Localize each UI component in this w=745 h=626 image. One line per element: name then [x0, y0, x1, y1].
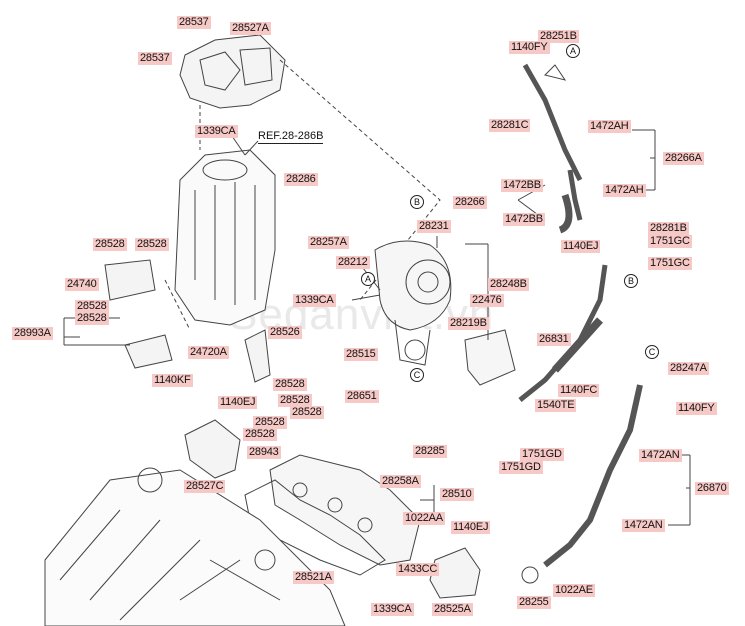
exhaust-manifold	[269, 454, 421, 566]
part-label: 1433CC	[396, 563, 440, 576]
part-label: 28231	[417, 220, 451, 233]
part-label: 1022AE	[553, 584, 595, 597]
part-label: 28219B	[448, 317, 489, 330]
part-label: 1022AA	[403, 512, 445, 525]
coolant-pipe-lower	[543, 384, 643, 568]
part-label: 1140EJ	[451, 521, 491, 534]
coolant-hose-upper	[558, 193, 573, 234]
part-label: 1140FY	[676, 402, 717, 415]
part-label: 1339CA	[293, 294, 336, 307]
part-label: 22476	[470, 294, 504, 307]
part-label: 1472AN	[639, 449, 682, 462]
part-label: 28212	[336, 256, 370, 269]
oil-pipe-upper	[522, 63, 583, 182]
part-label: 28266A	[663, 152, 704, 165]
part-label: 28525A	[432, 603, 473, 616]
part-label: 28258A	[380, 475, 421, 488]
part-label: 28537	[138, 52, 172, 65]
part-label: 28528	[278, 394, 312, 407]
part-label: 28528	[93, 238, 127, 251]
part-label: 28528	[273, 378, 307, 391]
part-label: 1472AH	[603, 184, 646, 197]
part-label: 1472BB	[501, 179, 543, 192]
part-label: 28528	[75, 312, 109, 325]
part-label: 1472BB	[503, 213, 545, 226]
part-label: 28515	[344, 348, 378, 361]
marker-a-mid: A	[361, 272, 375, 286]
part-label: 28286	[284, 173, 318, 186]
part-label: 28247A	[668, 362, 709, 375]
part-label: 28266	[453, 196, 487, 209]
part-label: 28281B	[648, 222, 689, 235]
part-label: 28527A	[230, 22, 271, 35]
part-label: 28528	[75, 300, 109, 313]
part-label: 1751GC	[648, 257, 692, 270]
part-label: 28993A	[12, 327, 53, 340]
part-label: 28248B	[488, 278, 529, 291]
part-label: 1140KF	[152, 374, 193, 387]
part-label: 1140EJ	[218, 396, 258, 409]
part-label: 1472AN	[622, 519, 665, 532]
part-label: 28521A	[293, 571, 334, 584]
engine-block	[44, 469, 346, 626]
part-label: 1751GD	[499, 461, 543, 474]
part-label: 28285	[413, 445, 447, 458]
part-label: 28527C	[184, 480, 226, 493]
heat-shield-lower	[184, 419, 241, 479]
heat-shield-right	[429, 547, 481, 599]
part-label: 28943	[247, 446, 281, 459]
part-label: 28257A	[308, 236, 349, 249]
part-label: 28526	[268, 326, 302, 339]
part-label: 1751GD	[520, 448, 564, 461]
part-label: 1140FY	[509, 41, 550, 54]
part-label: 1140FC	[558, 384, 600, 397]
part-label: 1751GC	[648, 235, 692, 248]
part-label: 28528	[290, 406, 324, 419]
actuator	[464, 329, 516, 386]
part-label: 28528	[135, 238, 169, 251]
part-label: 1140EJ	[561, 240, 601, 253]
heat-shield-top	[179, 34, 286, 109]
reference-note: REF.28-286B	[258, 130, 324, 144]
part-label: 26870	[695, 482, 729, 495]
part-label: 28255	[517, 596, 551, 609]
part-label: 1472AH	[588, 120, 631, 133]
turbocharger	[374, 240, 452, 331]
part-label: 24720A	[188, 346, 229, 359]
bracket-24720A	[244, 329, 271, 383]
marker-c-mid: C	[410, 368, 424, 382]
part-label: 1540TE	[535, 399, 577, 412]
part-label: 26831	[537, 333, 571, 346]
part-label: 1339CA	[371, 603, 414, 616]
part-label: 28251B	[538, 30, 579, 43]
part-label: 24740	[65, 278, 99, 291]
part-label: 28528	[253, 416, 287, 429]
marker-b-top: B	[410, 195, 424, 209]
part-label: 28537	[177, 16, 211, 29]
part-label: 28528	[243, 428, 277, 441]
marker-c-right: C	[645, 345, 659, 359]
catalytic-converter	[174, 149, 276, 326]
part-label: 28281C	[489, 119, 531, 132]
marker-b-right: B	[624, 274, 638, 288]
part-label: 28510	[440, 488, 474, 501]
bracket-24740	[104, 259, 156, 301]
part-label: 1339CA	[195, 125, 238, 138]
marker-a-top: A	[566, 44, 580, 58]
bracket-28993A	[124, 334, 173, 369]
part-label: 28651	[345, 390, 379, 403]
